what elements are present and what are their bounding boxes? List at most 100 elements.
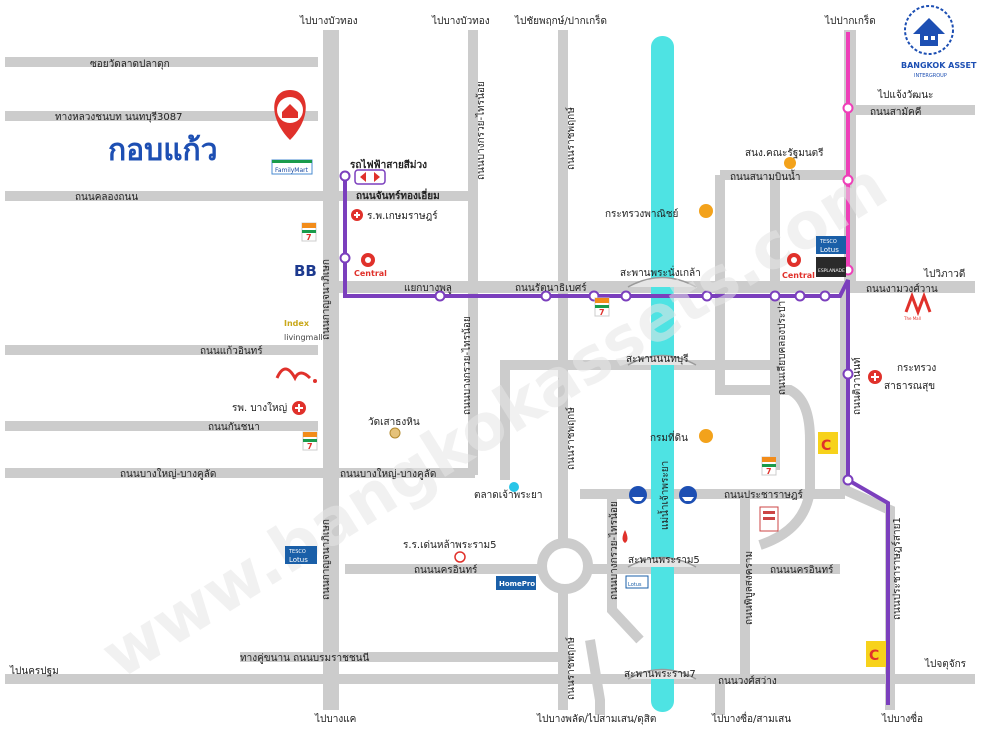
road-tiwanon-area (715, 175, 815, 550)
label-samakkhi: ถนนสามัคคี (870, 106, 921, 118)
label-ministry-commerce: กระทรวงพาณิชย์ (605, 208, 678, 220)
label-ngam-wong-wan: ถนนงามวงศ์วาน (866, 283, 938, 295)
label-yaek-bang-phlu: แยกบางพลู (404, 283, 452, 294)
label-rama7-bridge: สะพานพระราม7 (624, 669, 696, 680)
station (339, 252, 351, 264)
cabinet-secretariat-icon (784, 157, 796, 169)
station (819, 290, 831, 302)
homepro-logo: HomePro (496, 576, 536, 590)
label-cabinet-secretariat: สนง.คณะรัฐมนตรี (745, 147, 824, 159)
label-bang-yai-bang-khu-rat-2: ถนนบางใหญ่-บางคูลัด (340, 468, 436, 480)
index-text: Index (284, 319, 310, 328)
poi-icons: FamilyMart 7 BB Central (271, 90, 932, 667)
bridges (627, 276, 697, 680)
chao-phraya-river (651, 36, 674, 712)
label-rattanathibet: ถนนรัตนาธิเบศร์ (515, 282, 587, 294)
bridge-phra-nang-klao (627, 276, 697, 288)
station (794, 290, 806, 302)
label-chaeng-watthana: ไปแจ้งวัฒนะ (877, 89, 933, 101)
label-school-rama5: ร.ร.เด่นหล้าพระราม5 (403, 539, 496, 551)
seven-eleven-logo-3: 7 (594, 297, 610, 317)
central-logo-right: Central (782, 253, 815, 280)
tesco-lotus-logo-3: Lotus (625, 575, 649, 589)
label-nakhon-pathom: ไปนครปฐม (9, 665, 59, 677)
bridge-nonthaburi (627, 354, 697, 366)
boat-pier-icon-left (629, 486, 647, 504)
label-parallel-boromratchachonnani: ทางคู่ขนาน ถนนบรมราชชนนี (240, 652, 370, 664)
label-ratchaphruek-1: ถนนราชพฤกษ์ (565, 107, 577, 170)
label-bang-phlat: ไปบางพลัด/ไปสามเสน/ดุสิต (536, 713, 656, 725)
label-prachaharat: ถนนประชาราษฎร์ (724, 489, 804, 501)
tesco-lotus-logo: TESCO Lotus (816, 236, 846, 254)
bridge-rama7 (627, 668, 697, 680)
seven-text: 7 (307, 442, 313, 451)
station (769, 290, 781, 302)
label-pracharat-sai-1: ถนนประชาราษฎร์สาย1 (891, 517, 903, 620)
label-bang-khae: ไปบางแค (314, 713, 356, 725)
road-bang-kruai-lower (607, 490, 644, 644)
station (540, 290, 552, 302)
label-kasemrad: ร.พ.เกษมราษฎร์ (367, 210, 438, 222)
svg-text:C: C (869, 648, 879, 664)
lotus-text: Lotus (289, 556, 308, 564)
purple-line (343, 176, 890, 705)
brand-name: BANGKOK ASSET (901, 61, 977, 70)
location-pin-icon (274, 90, 306, 140)
label-tiwanon: ถนนติวานนท์ (851, 357, 863, 415)
big-c-logo: C (818, 432, 838, 454)
label-purple-line: รถไฟฟ้าสายสีม่วง (350, 158, 427, 171)
train-icon (354, 169, 386, 185)
label-highway-3087: ทางหลวงชนบท นนทบุรี3087 (55, 111, 182, 123)
mall-text: The Mall (903, 316, 921, 321)
station (701, 290, 713, 302)
seven-text: 7 (599, 308, 605, 317)
familymart-text: FamilyMart (275, 167, 309, 174)
label-liap-khlong-prapa: ถนนเลียบคลองประปา (776, 301, 788, 395)
label-bang-sue-samsen: ไปบางซื่อ/สามเสน (711, 711, 791, 725)
bb-text: BB (294, 262, 317, 280)
label-wong-sawang: ถนนวงศ์สว่าง (718, 675, 777, 687)
labels: ไปบางบัวทอง ไปบางบัวทอง ไปชัยพฤกษ์/ปากเก… (9, 13, 967, 725)
label-talad-chao-phraya: ตลาดเจ้าพระยา (474, 489, 542, 501)
road-to-bang-phlat (585, 639, 605, 715)
station (842, 368, 854, 380)
seven-text: 7 (306, 233, 312, 242)
lotus-text: Lotus (820, 246, 839, 254)
seven-eleven-logo: 7 (301, 222, 317, 242)
roundabout (537, 538, 593, 594)
label-ratchaphruek-2: ถนนราชพฤกษ์ (565, 407, 577, 470)
label-chan-thong-iam: ถนนจันทร์ทองเอี่ยม (356, 188, 440, 202)
stations (339, 102, 854, 486)
bangkok-asset-logo: BANGKOK ASSET INTERGROUP (901, 5, 977, 79)
station (842, 174, 854, 186)
bb-logo: BB (294, 262, 317, 280)
ministry-commerce-icon (699, 204, 713, 218)
mall-logo-left (275, 367, 317, 383)
hospital-icon (351, 209, 363, 221)
seven-text: 7 (766, 467, 772, 476)
seven-eleven-logo-2: 7 (302, 431, 318, 451)
central-logo: Central (353, 250, 387, 278)
label-bang-kruai-sai-noi-1: ถนนบางกรวย-ไทรน้อย (475, 81, 487, 180)
big-c-logo-2: C (866, 641, 886, 667)
tesco-text: TESCO (819, 239, 837, 245)
label-khlong-thanon: ถนนคลองถนน (75, 192, 138, 203)
station (339, 170, 351, 182)
label-nonthaburi-bridge: สะพานนนทบุรี (626, 353, 689, 365)
label-kaew-in: ถนนแก้วอินทร์ (200, 345, 263, 357)
label-bang-kruai-sai-noi-3: ถนนบางกรวย-ไทรน้อย (608, 501, 620, 600)
temple-icon (389, 427, 401, 439)
label-top-bang-bua-thong-1: ไปบางบัวทอง (299, 15, 358, 27)
market-icon (509, 482, 519, 492)
tesco-text: TESCO (288, 549, 306, 555)
label-top-bang-bua-thong-2: ไปบางบัวทอง (431, 15, 490, 27)
brand-sub: INTERGROUP (914, 73, 947, 79)
tesco-lotus-logo-2: TESCO Lotus (285, 546, 317, 564)
label-bang-sue: ไปบางซื่อ (881, 711, 923, 725)
hospital-bang-yai-icon (292, 401, 306, 415)
mall-building-icon (759, 506, 779, 532)
label-bang-yai-bang-khu-rat-1: ถนนบางใหญ่-บางคูลัด (120, 468, 216, 480)
bridge-rama5 (627, 556, 697, 568)
